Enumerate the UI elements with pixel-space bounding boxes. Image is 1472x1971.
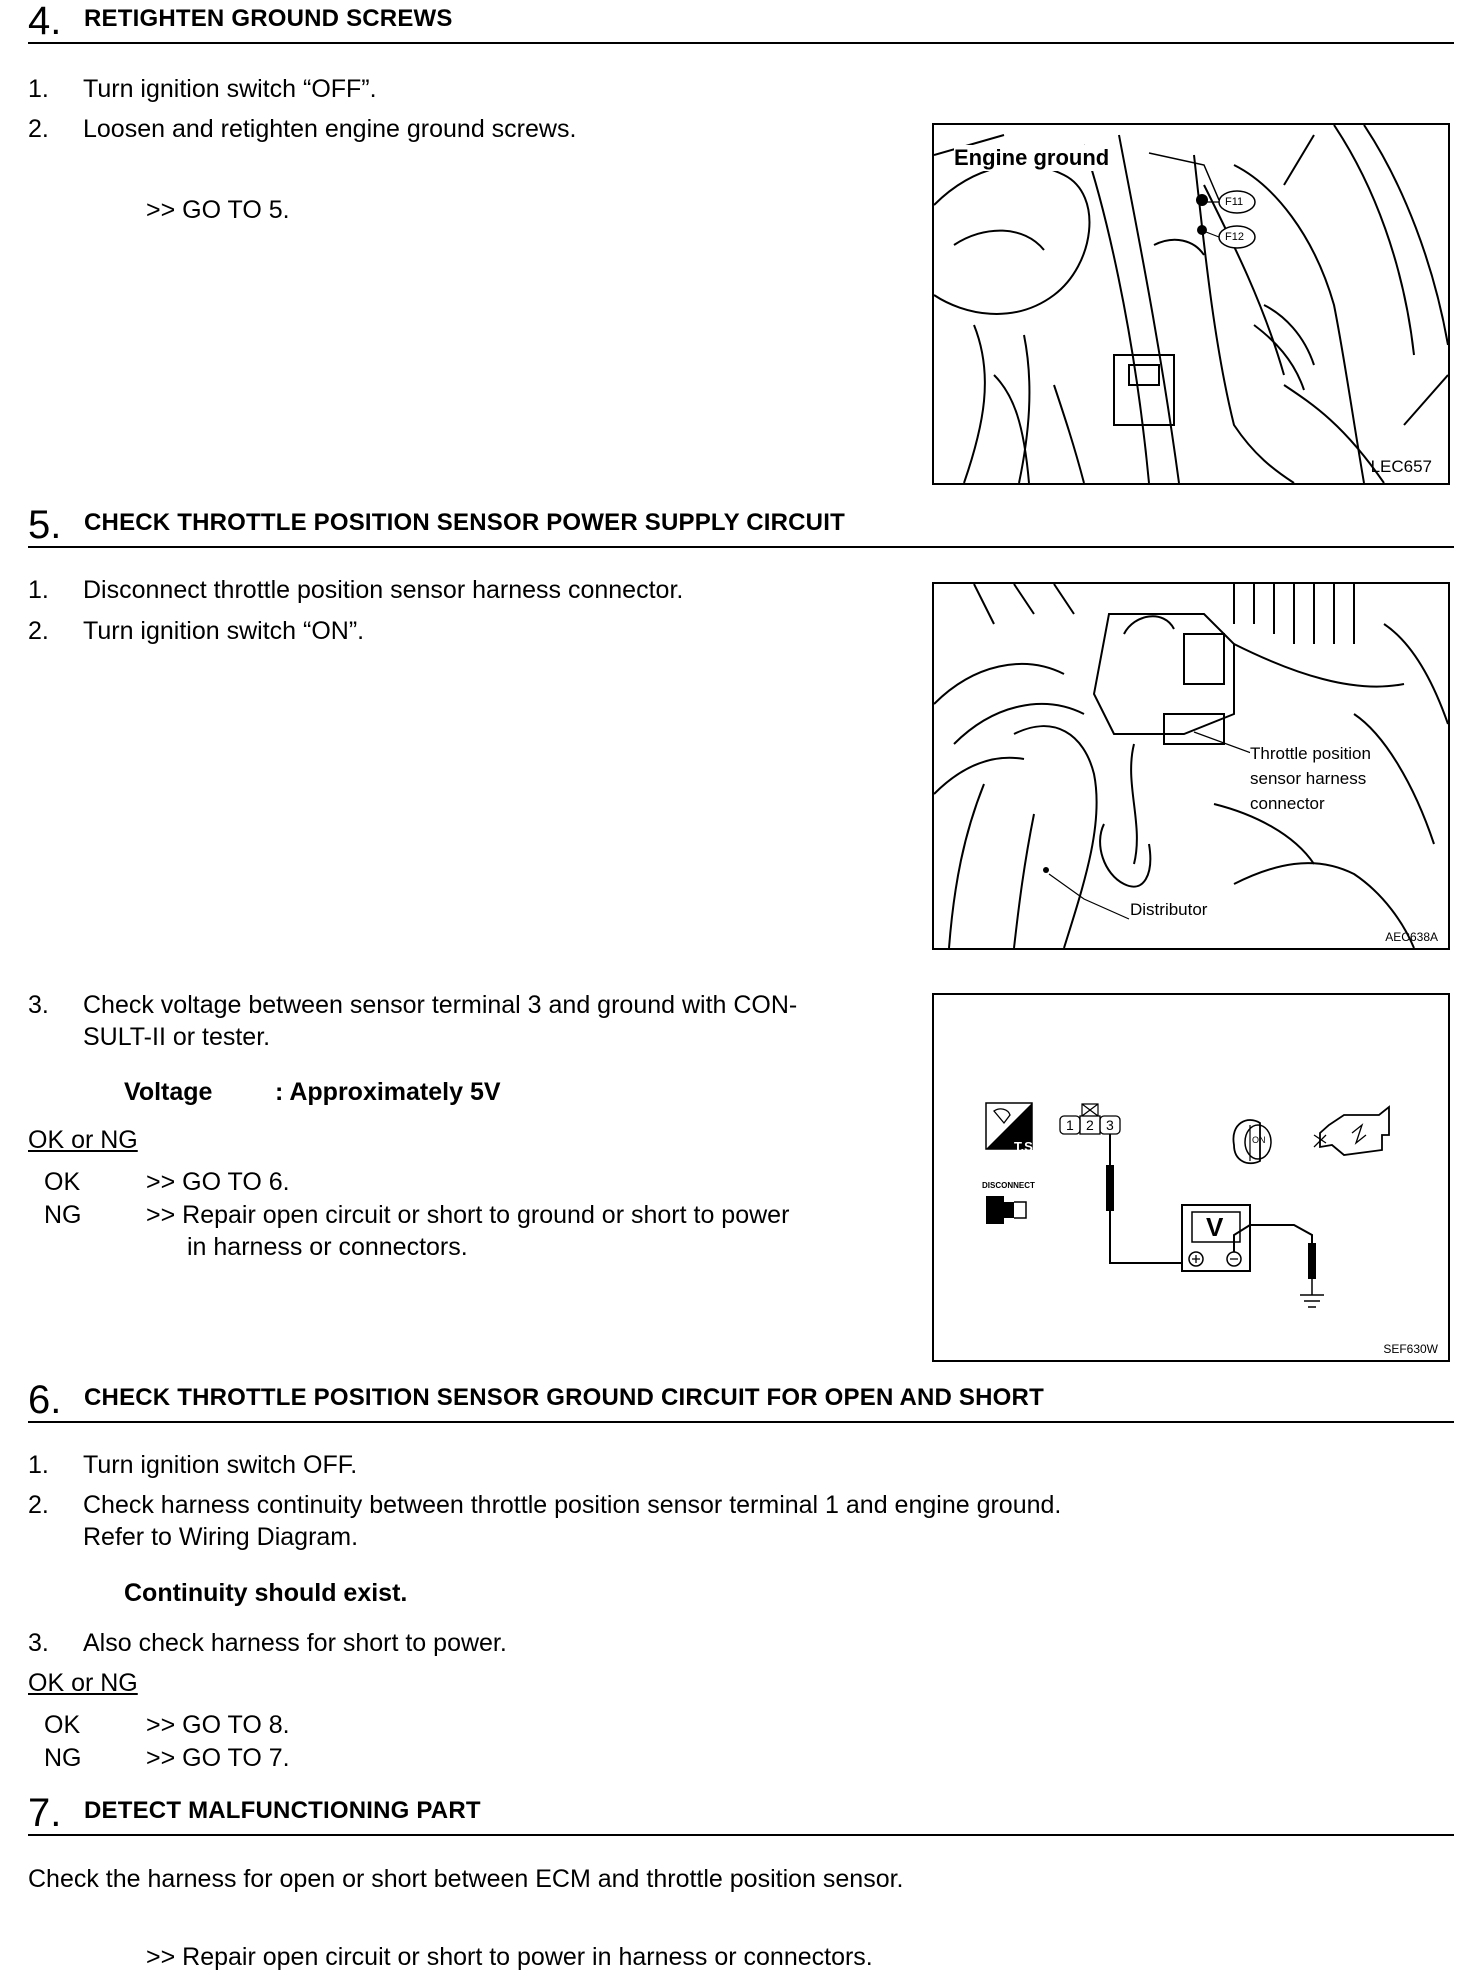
step-number: 2. [28, 1491, 49, 1519]
section-title: DETECT MALFUNCTIONING PART [84, 1797, 481, 1824]
step-text: Check harness continuity between throttl… [83, 1491, 1062, 1519]
section-number: 6. [28, 1378, 62, 1422]
goto-instruction: >> GO TO 5. [146, 196, 290, 224]
step-text: Loosen and retighten engine ground screw… [83, 115, 577, 143]
result-action-ng-continued: in harness or connectors. [187, 1233, 468, 1261]
throttle-sensor-figure: Throttle position sensor harness connect… [932, 582, 1450, 950]
throttle-connector-label-line2: sensor harness [1250, 769, 1367, 789]
section-title: CHECK THROTTLE POSITION SENSOR POWER SUP… [84, 509, 845, 536]
section-number: 7. [28, 1791, 62, 1835]
result-action-ng: >> GO TO 7. [146, 1744, 290, 1772]
section-number: 4. [28, 0, 62, 43]
step-number: 3. [28, 991, 49, 1019]
disconnect-label: DISCONNECT [982, 1181, 1035, 1190]
terminal-3: 3 [1106, 1117, 1114, 1133]
engine-ground-illustration [934, 125, 1448, 483]
result-action-ng: >> Repair open circuit or short to groun… [146, 1201, 790, 1229]
step-text: Turn ignition switch OFF. [83, 1451, 358, 1479]
connector-f11-label: F11 [1225, 196, 1244, 208]
step-number: 1. [28, 1451, 49, 1479]
section-title: RETIGHTEN GROUND SCREWS [84, 5, 453, 32]
step-text: Check voltage between sensor terminal 3 … [83, 991, 798, 1019]
ts-label: T.S. [1014, 1139, 1037, 1154]
step-text: Also check harness for short to power. [83, 1629, 507, 1657]
step-number: 1. [28, 75, 49, 103]
result-action-ok: >> GO TO 6. [146, 1168, 290, 1196]
engine-ground-label: Engine ground [954, 145, 1110, 171]
throttle-sensor-illustration [934, 584, 1448, 948]
terminal-2: 2 [1086, 1117, 1094, 1133]
result-status-ng: NG [44, 1744, 82, 1772]
section-text: Check the harness for open or short betw… [28, 1865, 904, 1893]
result-action-ok: >> GO TO 8. [146, 1711, 290, 1739]
voltage-check-diagram [985, 1102, 1390, 1308]
result-status-ng: NG [44, 1201, 82, 1229]
section-title: CHECK THROTTLE POSITION SENSOR GROUND CI… [84, 1384, 1044, 1411]
step-text-continued: Refer to Wiring Diagram. [83, 1523, 359, 1551]
ok-ng-label: OK or NG [28, 1669, 138, 1697]
throttle-connector-label-line3: connector [1250, 794, 1325, 814]
step-number: 1. [28, 576, 49, 604]
distributor-label: Distributor [1130, 900, 1208, 920]
step-number: 2. [28, 115, 49, 143]
figure-code: SEF630W [1383, 1342, 1438, 1356]
step-text: Turn ignition switch “OFF”. [83, 75, 377, 103]
figure-code: LEC657 [1370, 457, 1432, 476]
section-4-header: 4. RETIGHTEN GROUND SCREWS [28, 1, 1454, 44]
step-text: Turn ignition switch “ON”. [83, 617, 365, 645]
terminal-1: 1 [1066, 1117, 1074, 1133]
section-6-header: 6. CHECK THROTTLE POSITION SENSOR GROUND… [28, 1380, 1454, 1423]
connector-f12-label: F12 [1225, 231, 1244, 243]
step-text-continued: SULT-II or tester. [83, 1023, 271, 1051]
engine-ground-figure: Engine ground F11 F12 LEC657 [932, 123, 1450, 485]
section-number: 5. [28, 503, 62, 547]
spec-label: Voltage [124, 1078, 213, 1106]
voltage-check-figure: T.S. DISCONNECT 1 2 3 V ON SEF630W [932, 993, 1450, 1362]
result-status-ok: OK [44, 1711, 81, 1739]
spec-value: : Approximately 5V [275, 1078, 501, 1106]
ok-ng-label: OK or NG [28, 1126, 138, 1154]
spec-text: Continuity should exist. [124, 1579, 408, 1607]
ignition-key-label: ON [1252, 1135, 1266, 1145]
throttle-connector-label-line1: Throttle position [1250, 744, 1371, 764]
step-text: Disconnect throttle position sensor harn… [83, 576, 684, 604]
repair-action: >> Repair open circuit or short to power… [146, 1943, 873, 1971]
step-number: 3. [28, 1629, 49, 1657]
figure-code: AEC638A [1385, 930, 1438, 944]
section-5-header: 5. CHECK THROTTLE POSITION SENSOR POWER … [28, 505, 1454, 548]
section-7-header: 7. DETECT MALFUNCTIONING PART [28, 1793, 1454, 1836]
result-status-ok: OK [44, 1168, 81, 1196]
step-number: 2. [28, 617, 49, 645]
voltmeter-label: V [1206, 1212, 1224, 1242]
